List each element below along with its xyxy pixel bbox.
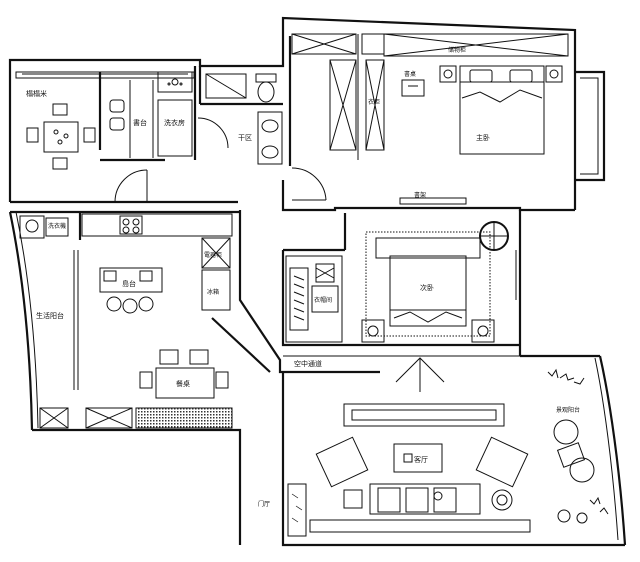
label-desk: 書台: [133, 118, 147, 127]
bathroom: 干区: [197, 66, 283, 165]
label-living-room: 客厅: [414, 455, 428, 464]
label-tatami: 榻榻米: [26, 89, 47, 98]
second-bedroom: 衣帽间 次卧: [285, 221, 521, 343]
label-fridge: 冰箱: [207, 288, 219, 296]
label-entrance: 门厅: [258, 500, 270, 508]
laundry-room: 洗衣房: [157, 71, 193, 157]
label-cloakroom: 衣帽间: [314, 296, 332, 304]
label-fridge-cabinet: 電器柜: [204, 251, 222, 259]
label-dining-table: 餐桌: [176, 379, 190, 388]
outer-walls: [8, 16, 627, 547]
kitchen: 洗衣機 電器柜 冰箱 島台 餐桌 生活阳台: [19, 212, 233, 429]
label-view-balcony: 景观阳台: [556, 406, 580, 414]
label-bookshelf: 書架: [414, 191, 426, 199]
label-corridor: 空中通道: [294, 359, 322, 368]
tatami-room: 榻榻米 書台: [15, 66, 197, 203]
label-laundry: 洗衣房: [164, 118, 185, 127]
label-life-balcony: 生活阳台: [36, 311, 64, 320]
label-wardrobe: 衣柜: [368, 98, 380, 106]
label-washer: 洗衣機: [48, 222, 66, 230]
corridor: 空中通道: [283, 355, 520, 392]
label-bed-cabinet: 储物柜: [448, 46, 466, 54]
label-master-bedroom: 主卧: [476, 133, 490, 142]
label-island: 島台: [122, 279, 136, 288]
master-bedroom: 主卧 储物柜 書桌 衣柜 書架: [288, 33, 569, 205]
label-study-table: 書桌: [404, 70, 416, 78]
label-dry-area: 干区: [238, 134, 252, 142]
label-second-bedroom: 次卧: [420, 283, 434, 292]
living-room: 客厅 门厅: [258, 403, 531, 537]
view-balcony: 景观阳台: [547, 368, 609, 524]
